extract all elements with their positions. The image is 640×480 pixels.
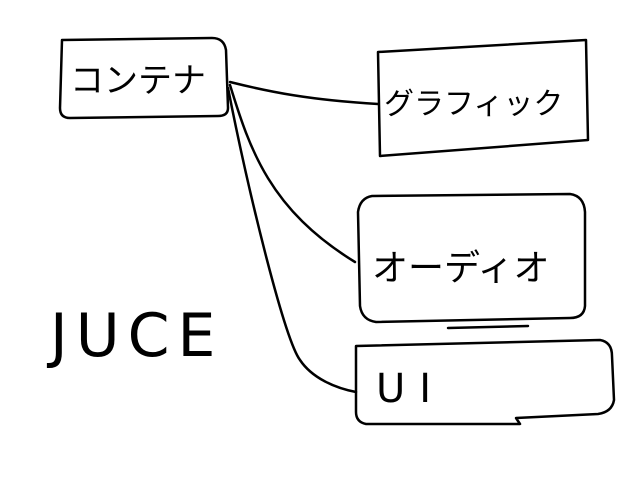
child-node-graphics: グラフィック: [376, 38, 590, 158]
child-node-ui-label: UI: [376, 366, 445, 412]
connectors: [226, 80, 380, 394]
child-node-ui-box: [354, 338, 616, 426]
child-node-graphics-label: グラフィック: [384, 87, 563, 122]
child-node-audio-box: [356, 192, 587, 324]
root-node-box: [58, 36, 230, 120]
root-node-label: コンテナ: [70, 61, 206, 101]
connector-graphics: [228, 80, 380, 106]
child-node-audio-underline: [446, 324, 530, 330]
child-node-ui: UI: [354, 338, 616, 426]
connector-audio: [228, 83, 357, 264]
diagram-title: JUCE: [46, 301, 223, 371]
child-node-graphics-box: [376, 38, 590, 158]
child-node-audio: オーディオ: [356, 192, 587, 330]
child-node-audio-label: オーディオ: [372, 248, 549, 289]
root-node: コンテナ: [58, 36, 230, 120]
connector-ui: [226, 86, 358, 394]
